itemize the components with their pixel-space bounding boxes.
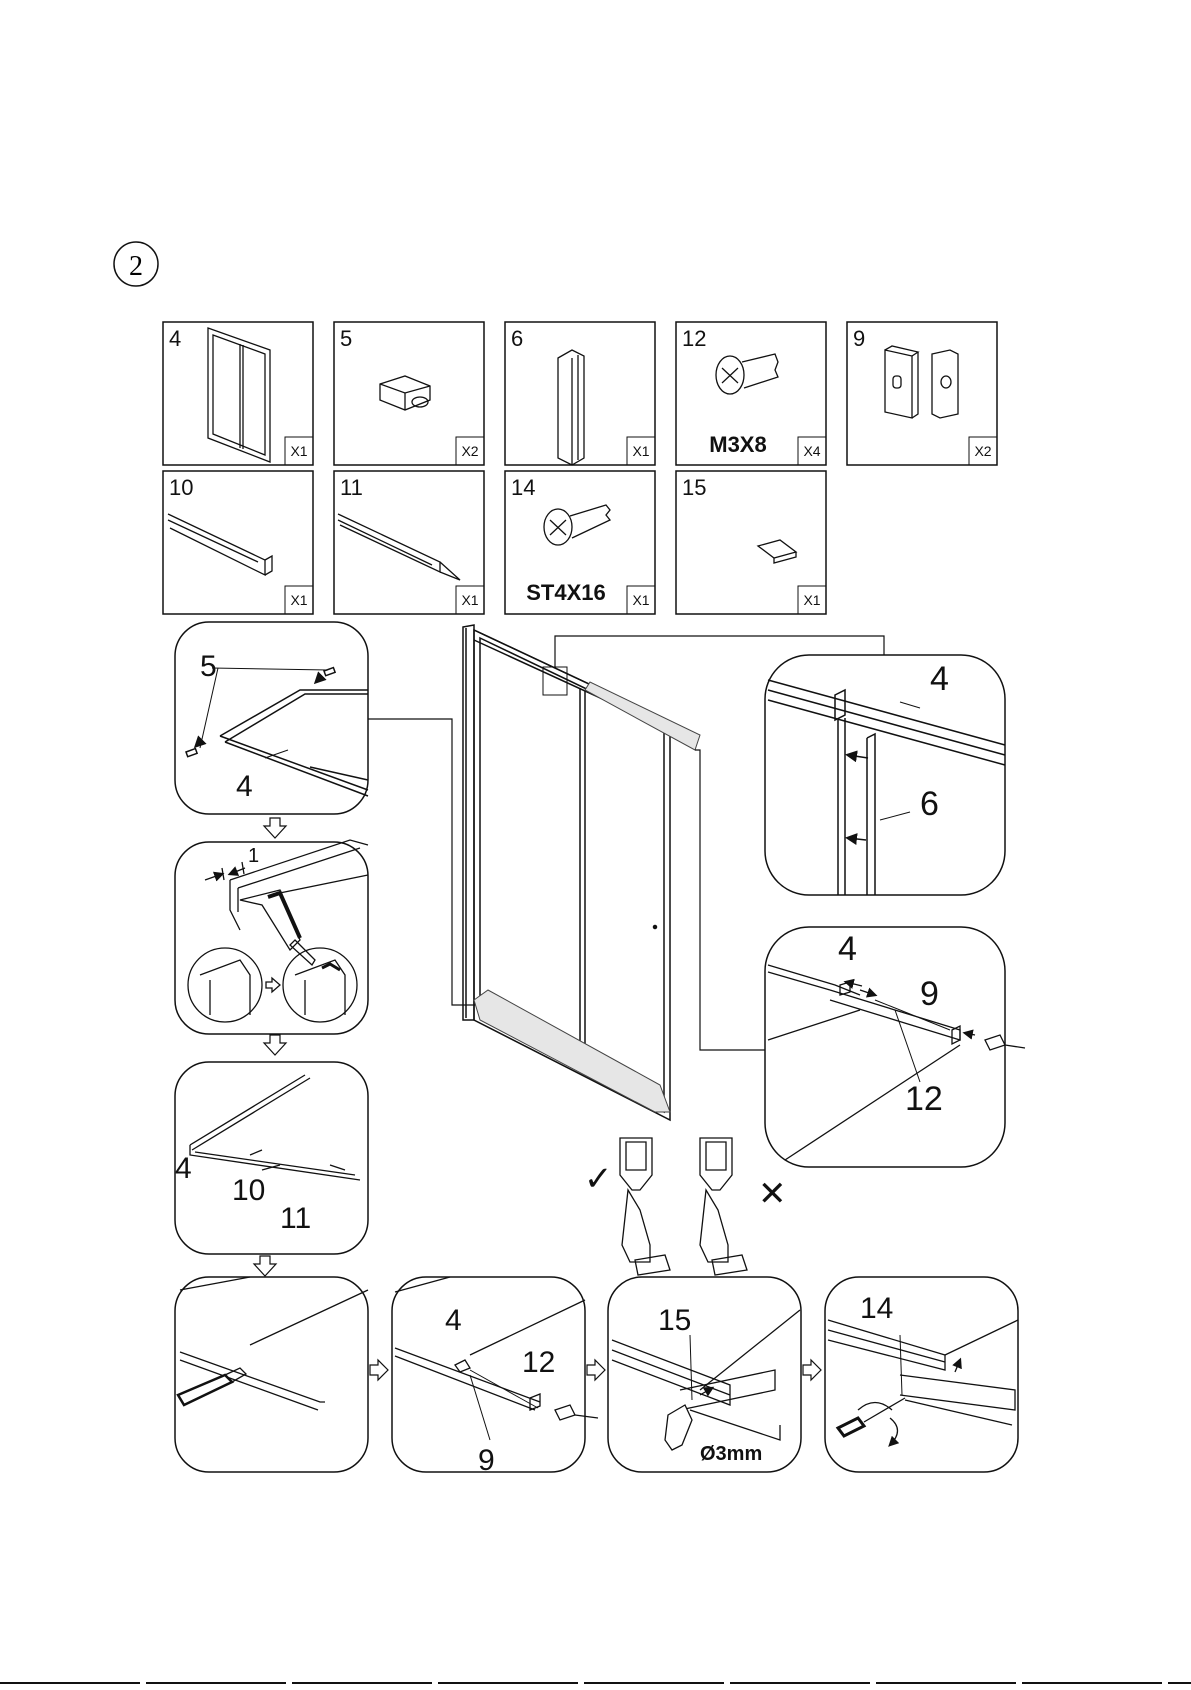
- part-number: 14: [511, 475, 535, 500]
- seal-strip-illustration: [338, 514, 460, 580]
- detail-trim-rail: 1: [175, 840, 368, 1034]
- callout-label: 4: [445, 1304, 462, 1337]
- detail-wall-profile: 4 6: [765, 655, 1005, 895]
- part-number: 4: [169, 326, 181, 351]
- guide-piece-illustration: [758, 540, 796, 563]
- callout-label: 4: [838, 930, 857, 968]
- callout-label: 6: [920, 785, 939, 823]
- callout-label: 4: [930, 660, 949, 698]
- bracket-illustration: [885, 346, 958, 418]
- callout-label: 5: [200, 650, 217, 683]
- step-number-badge: 2: [114, 242, 158, 286]
- part-quantity: X1: [632, 592, 649, 608]
- part-number: 5: [340, 326, 352, 351]
- callout-label: 12: [905, 1080, 943, 1118]
- end-cap-illustration: [380, 376, 430, 410]
- screw-st4x16-illustration: [544, 505, 610, 545]
- door-panel-illustration: [208, 328, 270, 462]
- detail-bottom-rail: 4 10 11: [175, 1062, 368, 1254]
- step-number: 2: [129, 251, 143, 282]
- wall-profile-illustration: [558, 350, 584, 465]
- drill-orientation-illustration: [620, 1138, 747, 1275]
- callout-label: 4: [236, 770, 253, 803]
- bottom-rail-illustration: [168, 514, 272, 575]
- callout-label: 9: [920, 975, 939, 1013]
- parts-list: [163, 322, 997, 614]
- dimension-label: 1: [248, 845, 259, 867]
- part-quantity: X2: [461, 443, 478, 459]
- part-number: 6: [511, 326, 523, 351]
- part-quantity: X1: [803, 592, 820, 608]
- correct-mark-icon: ✓: [584, 1160, 613, 1198]
- part-quantity: X4: [803, 443, 820, 459]
- part-number: 11: [340, 475, 363, 500]
- part-number: 15: [682, 475, 706, 500]
- part-spec: M3X8: [709, 432, 766, 457]
- callout-label: 12: [522, 1346, 555, 1379]
- part-number: 10: [169, 475, 193, 500]
- callout-label: 11: [280, 1202, 311, 1235]
- callout-label: 15: [658, 1304, 691, 1337]
- callout-label: 10: [232, 1174, 265, 1207]
- part-quantity: X1: [461, 592, 478, 608]
- detail-cut-rail: [175, 1277, 368, 1472]
- wrong-mark-icon: ✕: [758, 1175, 787, 1213]
- part-quantity: X1: [290, 443, 307, 459]
- detail-fix-brackets: 4 12 9: [392, 1277, 598, 1477]
- detail-drill-hole: 15 Ø3mm: [608, 1277, 801, 1472]
- part-spec: ST4X16: [526, 580, 606, 605]
- screw-m3x8-illustration: [716, 354, 778, 394]
- part-quantity: X1: [290, 592, 307, 608]
- detail-screw-fixing: 14: [825, 1277, 1018, 1472]
- detail-bracket-screws: 4 9 12: [765, 927, 1025, 1167]
- callout-label: 4: [175, 1152, 192, 1185]
- part-number: 9: [853, 326, 865, 351]
- part-quantity: X1: [632, 443, 649, 459]
- callout-label: 14: [860, 1292, 893, 1325]
- part-number: 12: [682, 326, 706, 351]
- part-quantity: X2: [974, 443, 991, 459]
- drill-size-label: Ø3mm: [700, 1443, 762, 1465]
- detail-end-cap: 5 4: [175, 622, 368, 814]
- callout-label: 9: [478, 1444, 495, 1477]
- main-door-illustration: [463, 625, 700, 1120]
